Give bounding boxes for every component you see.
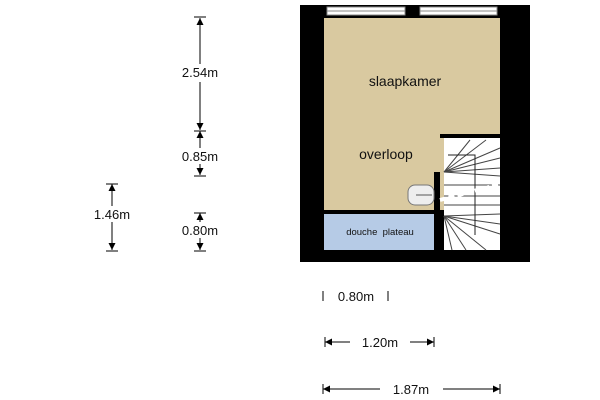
dim-width-1-20: 1.20m	[362, 335, 398, 350]
window-right	[419, 6, 498, 16]
sink-icon	[407, 184, 435, 206]
dim-width-1-87: 1.87m	[393, 382, 429, 397]
dim-width-0-80: 0.80m	[338, 289, 374, 304]
dim-height-shower: 0.80m	[182, 223, 218, 238]
shower-floor	[324, 214, 434, 250]
staircase	[439, 139, 501, 251]
dim-height-bedroom: 2.54m	[182, 65, 218, 80]
dim-height-landing: 0.85m	[182, 149, 218, 164]
dim-height-total: 1.46m	[94, 207, 130, 222]
dimension-lines	[106, 16, 501, 394]
room-label-bedroom: slaapkamer	[369, 73, 442, 89]
room-label-landing: overloop	[359, 146, 413, 162]
stair-side-wall	[434, 172, 440, 250]
window-left	[326, 6, 406, 16]
room-label-shower: douche plateau	[346, 227, 414, 238]
stair-wall	[440, 134, 500, 138]
